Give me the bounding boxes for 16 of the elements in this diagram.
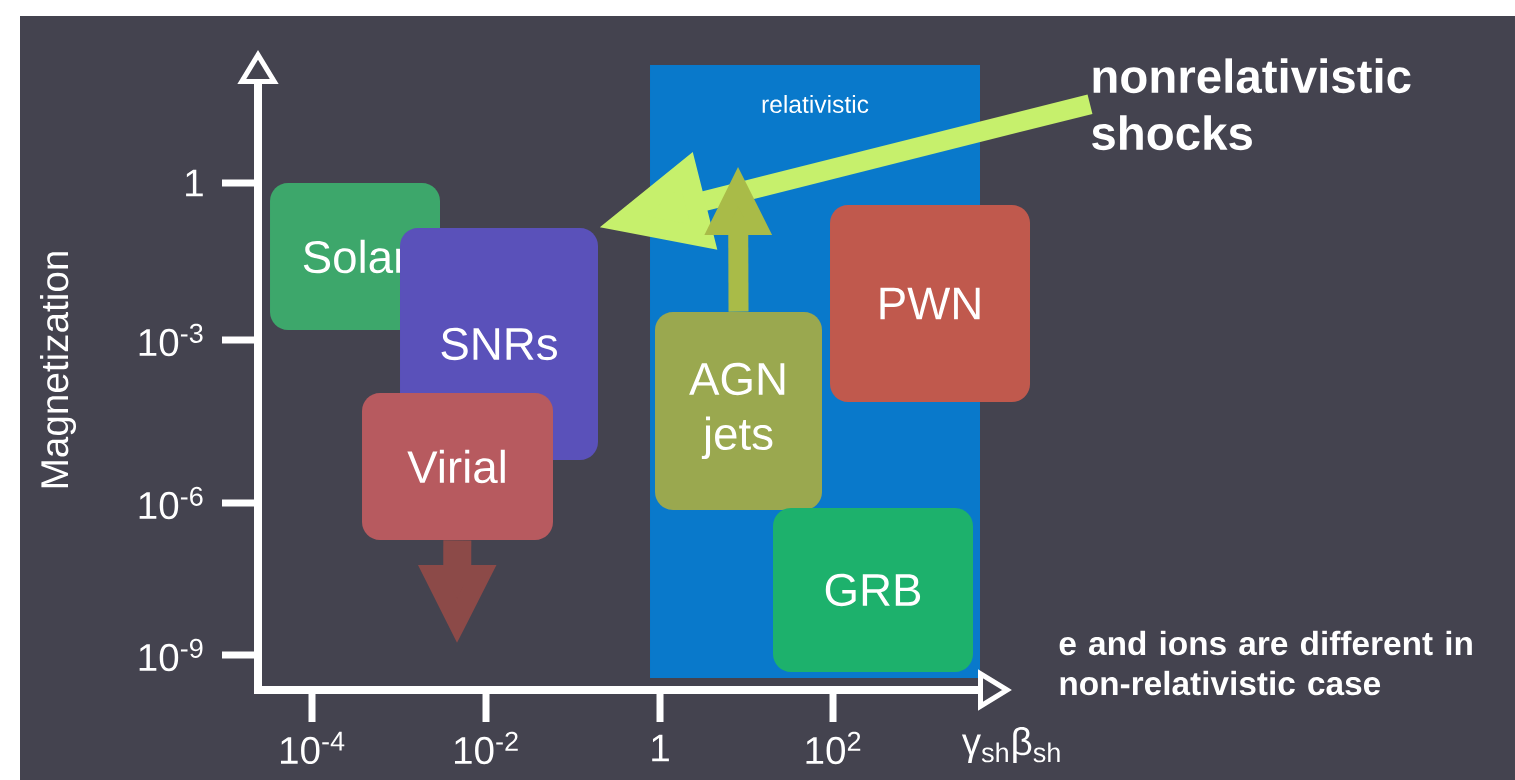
tick-label: 1 bbox=[186, 169, 203, 197]
tick-label: 10$^{-9}$ bbox=[139, 638, 203, 672]
tick-label: 10$^{-2}$ bbox=[455, 731, 518, 765]
tick-label: 10$^{-4}$ bbox=[281, 731, 345, 765]
region-box: AGN jets bbox=[655, 312, 822, 510]
tick-label: 10$^{-6}$ bbox=[139, 486, 203, 520]
region-box: GRB bbox=[773, 508, 973, 672]
region-box: PWN bbox=[830, 205, 1030, 402]
tick-label: 10$^{2}$ bbox=[806, 731, 861, 765]
tick-label: 10$^{-3}$ bbox=[139, 323, 203, 357]
note-text: e and ions are different in non-relativistic case bbox=[1059, 630, 1472, 696]
axis-label: Magnetization bbox=[39, 252, 76, 488]
region-box: Virial bbox=[362, 393, 553, 540]
tick-label: 1 bbox=[652, 734, 669, 762]
axis-label: γ$_{sh}$β$_{sh}$ bbox=[961, 726, 1060, 763]
callout-text: nonrelativistic shocks bbox=[1092, 58, 1411, 151]
